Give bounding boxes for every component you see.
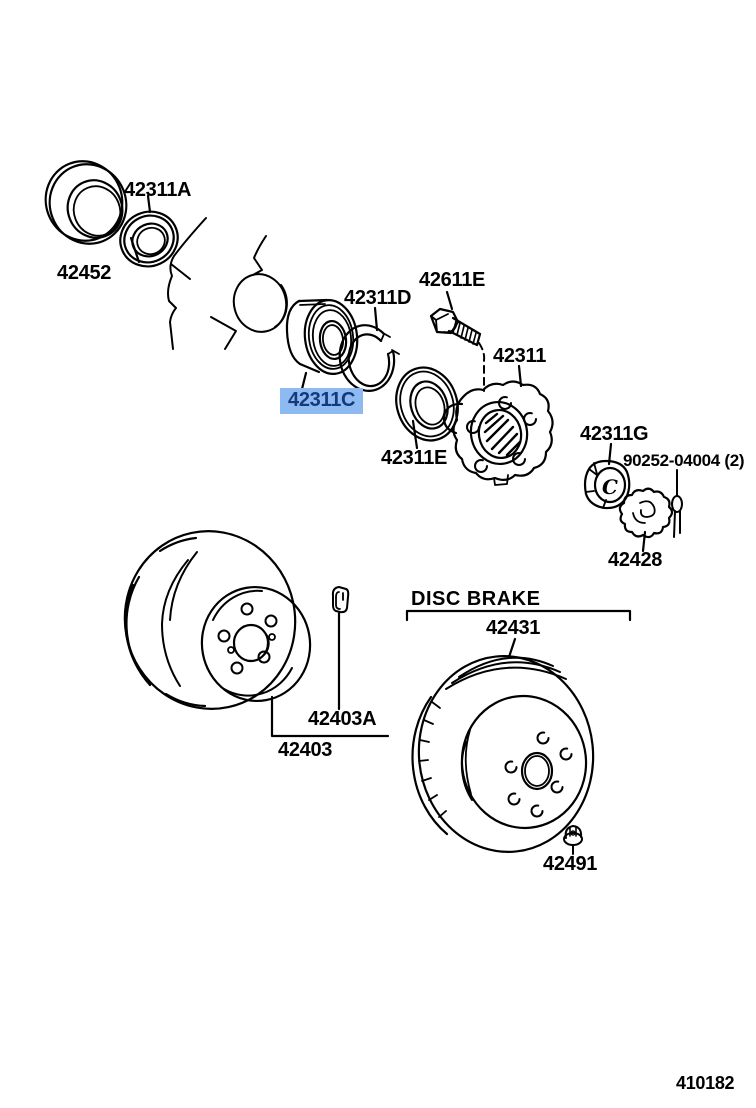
axle-hub-drawing [442,364,554,486]
part-label-axle-hub[interactable]: 42311 [493,345,547,367]
disc-nut-drawing [563,825,583,855]
hub-bolt-drawing [429,290,486,392]
inner-seal-drawing [119,194,179,268]
drum-clip-drawing [331,586,350,614]
disc-brake-section-bracket [405,609,632,659]
part-label-drum-clip[interactable]: 42403A [308,708,377,730]
part-label-seal-inner[interactable]: 42311A [124,179,192,201]
part-label-seal-outer[interactable]: 42311E [381,447,448,469]
drawing-number: 410182 [676,1073,735,1093]
part-label-hub-bolt[interactable]: 42611E [419,269,486,291]
disc-brake-section-heading: DISC BRAKE [411,588,541,610]
brake-disc-drawing [411,655,595,853]
nut-face-mark: C [602,475,618,499]
outer-seal-drawing [395,366,459,450]
part-label-disc-nut[interactable]: 42491 [543,853,598,875]
part-label-retainer-ring[interactable]: 42452 [57,262,112,284]
part-label-snap-ring[interactable]: 42311D [344,287,412,309]
bearing-drawing [285,298,359,391]
part-label-bearing-selected[interactable]: 42311C [280,388,364,414]
cotter-pin-drawing [671,469,683,538]
part-label-lock-cap[interactable]: 42428 [608,549,663,571]
part-label-brake-disc[interactable]: 42431 [486,617,541,639]
snap-ring-drawing [338,306,400,392]
lock-cap-drawing [618,487,674,553]
axle-carrier-ghost-outline [167,217,288,350]
part-label-brake-drum[interactable]: 42403 [278,739,333,761]
brake-drum-drawing [123,530,390,738]
retainer-ring-drawing [44,160,141,264]
part-label-lock-nut[interactable]: 42311G [580,423,649,445]
part-label-cotter-pin[interactable]: 90252-04004 (2) [623,451,745,470]
